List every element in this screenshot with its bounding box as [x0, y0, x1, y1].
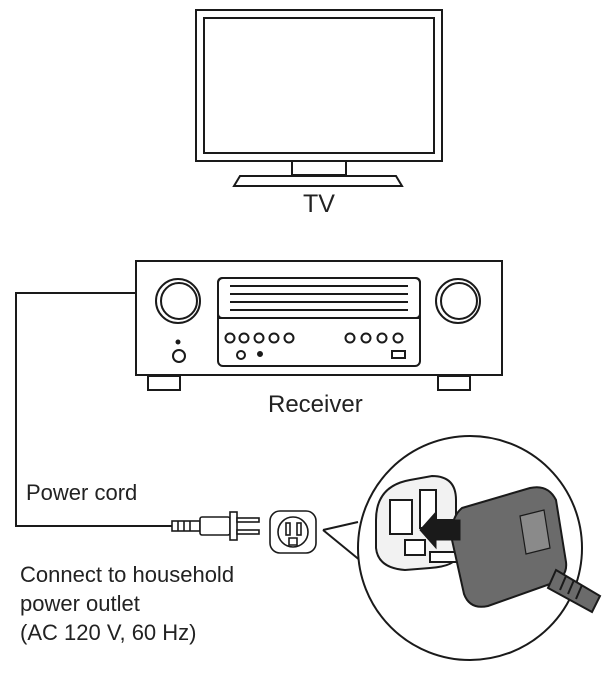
- power-cord-label: Power cord: [26, 480, 138, 505]
- receiver-icon: [135, 260, 503, 391]
- outlet-instruction-line: (AC 120 V, 60 Hz): [20, 620, 197, 645]
- tv-icon: [195, 9, 443, 187]
- tv-label: TV: [303, 190, 335, 218]
- arrow-icon: [419, 510, 461, 550]
- outlet-instruction: Connect to household power outlet (AC 12…: [20, 560, 234, 647]
- magnified-plug-outlet-icon: [322, 435, 602, 661]
- outlet-instruction-line: power outlet: [20, 591, 140, 616]
- plug-icon: [171, 511, 260, 541]
- receiver-label: Receiver: [268, 391, 363, 418]
- power-cord-line: [15, 292, 172, 527]
- outlet-instruction-line: Connect to household: [20, 562, 235, 587]
- outlet-icon: [269, 510, 317, 554]
